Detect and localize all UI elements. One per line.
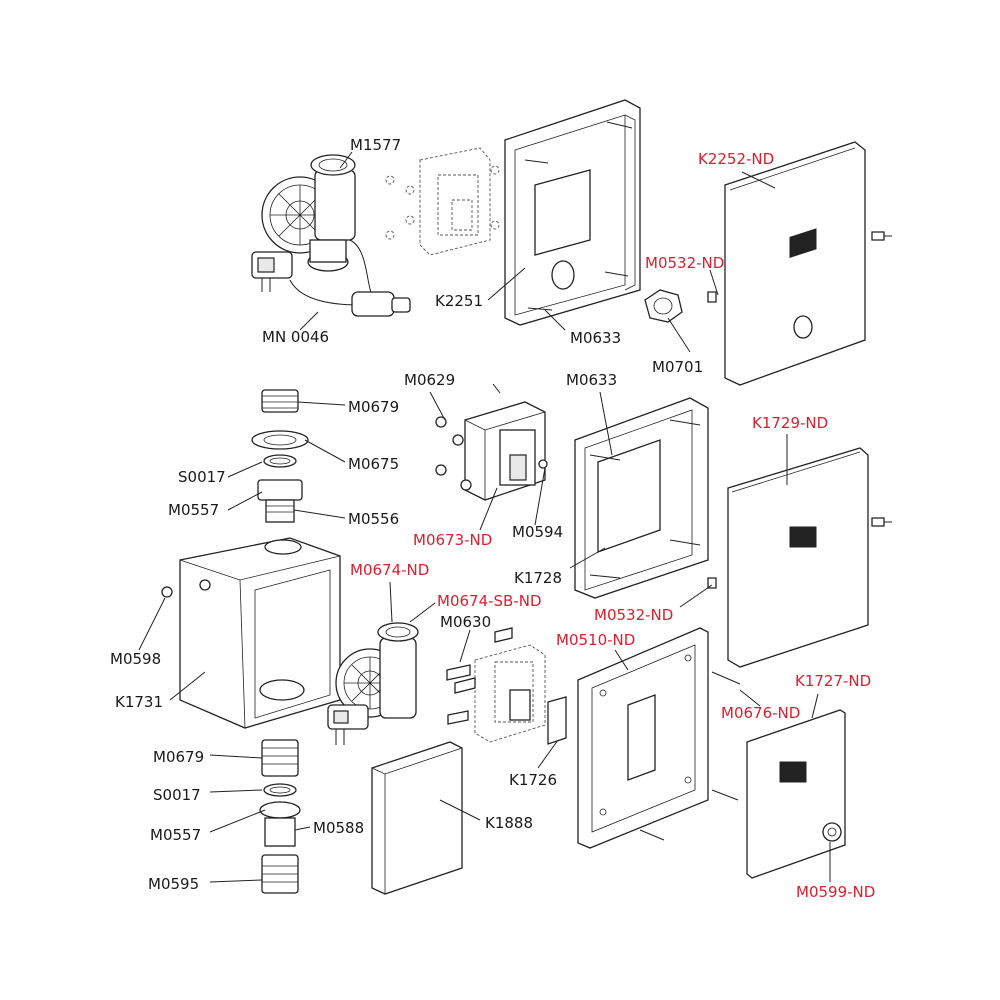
label-k1729-nd: K1729-ND	[752, 414, 828, 432]
cover-plate-k1727	[746, 709, 846, 879]
label-m0598: M0598	[110, 650, 161, 668]
install-box-k1731	[161, 537, 341, 729]
label-m0676-nd: M0676-ND	[721, 704, 800, 722]
label-m0557-top: M0557	[168, 501, 219, 519]
cover-plate-k1729	[707, 447, 892, 668]
electronics-module-top	[385, 147, 500, 256]
label-s0017-top: S0017	[178, 468, 226, 486]
label-m0674-sb-nd: M0674-SB-ND	[437, 592, 542, 610]
block-k1888	[371, 741, 463, 895]
label-m0594: M0594	[512, 523, 563, 541]
electronics-module-bottom	[446, 627, 567, 745]
leader-lines	[138, 151, 831, 883]
label-m0675: M0675	[348, 455, 399, 473]
label-m0532-nd-top: M0532-ND	[645, 254, 724, 272]
mounting-frame-k1728	[574, 397, 709, 599]
label-k1727-nd: K1727-ND	[795, 672, 871, 690]
fitting-stack-bottom	[259, 739, 301, 894]
label-k2252-nd: K2252-ND	[698, 150, 774, 168]
electronics-module-mid	[435, 383, 548, 501]
label-m0701: M0701	[652, 358, 703, 376]
label-m0679-bot: M0679	[153, 748, 204, 766]
label-k1726: K1726	[509, 771, 557, 789]
label-m0673-nd: M0673-ND	[413, 531, 492, 549]
label-m0633-top: M0633	[570, 329, 621, 347]
label-m0588: M0588	[313, 819, 364, 837]
label-m0599-nd: M0599-ND	[796, 883, 875, 901]
frame-m0510	[577, 627, 741, 849]
label-m0556: M0556	[348, 510, 399, 528]
label-k1731: K1731	[115, 693, 163, 711]
label-m0630: M0630	[440, 613, 491, 631]
label-m0532-nd-mid: M0532-ND	[594, 606, 673, 624]
label-m0679-top: M0679	[348, 398, 399, 416]
label-m0510-nd: M0510-ND	[556, 631, 635, 649]
part-labels: M1577 MN 0046 K2251 M0633 M0701 K2252-ND…	[110, 136, 875, 901]
fitting-stack-top	[251, 389, 309, 523]
label-m0595: M0595	[148, 875, 199, 893]
label-mn0046: MN 0046	[262, 328, 329, 346]
cover-plate-k2252	[707, 141, 892, 386]
label-k1888: K1888	[485, 814, 533, 832]
label-s0017-bot: S0017	[153, 786, 201, 804]
label-m0629: M0629	[404, 371, 455, 389]
label-k1728: K1728	[514, 569, 562, 587]
label-m0633-mid: M0633	[566, 371, 617, 389]
nut-m0701	[644, 289, 683, 323]
valve-assembly-bottom	[327, 622, 419, 745]
label-m1577: M1577	[350, 136, 401, 154]
label-m0674-nd: M0674-ND	[350, 561, 429, 579]
mounting-frame-k2251	[504, 99, 641, 326]
label-m0557-bot: M0557	[150, 826, 201, 844]
label-k2251: K2251	[435, 292, 483, 310]
valve-assembly-top	[251, 154, 411, 317]
